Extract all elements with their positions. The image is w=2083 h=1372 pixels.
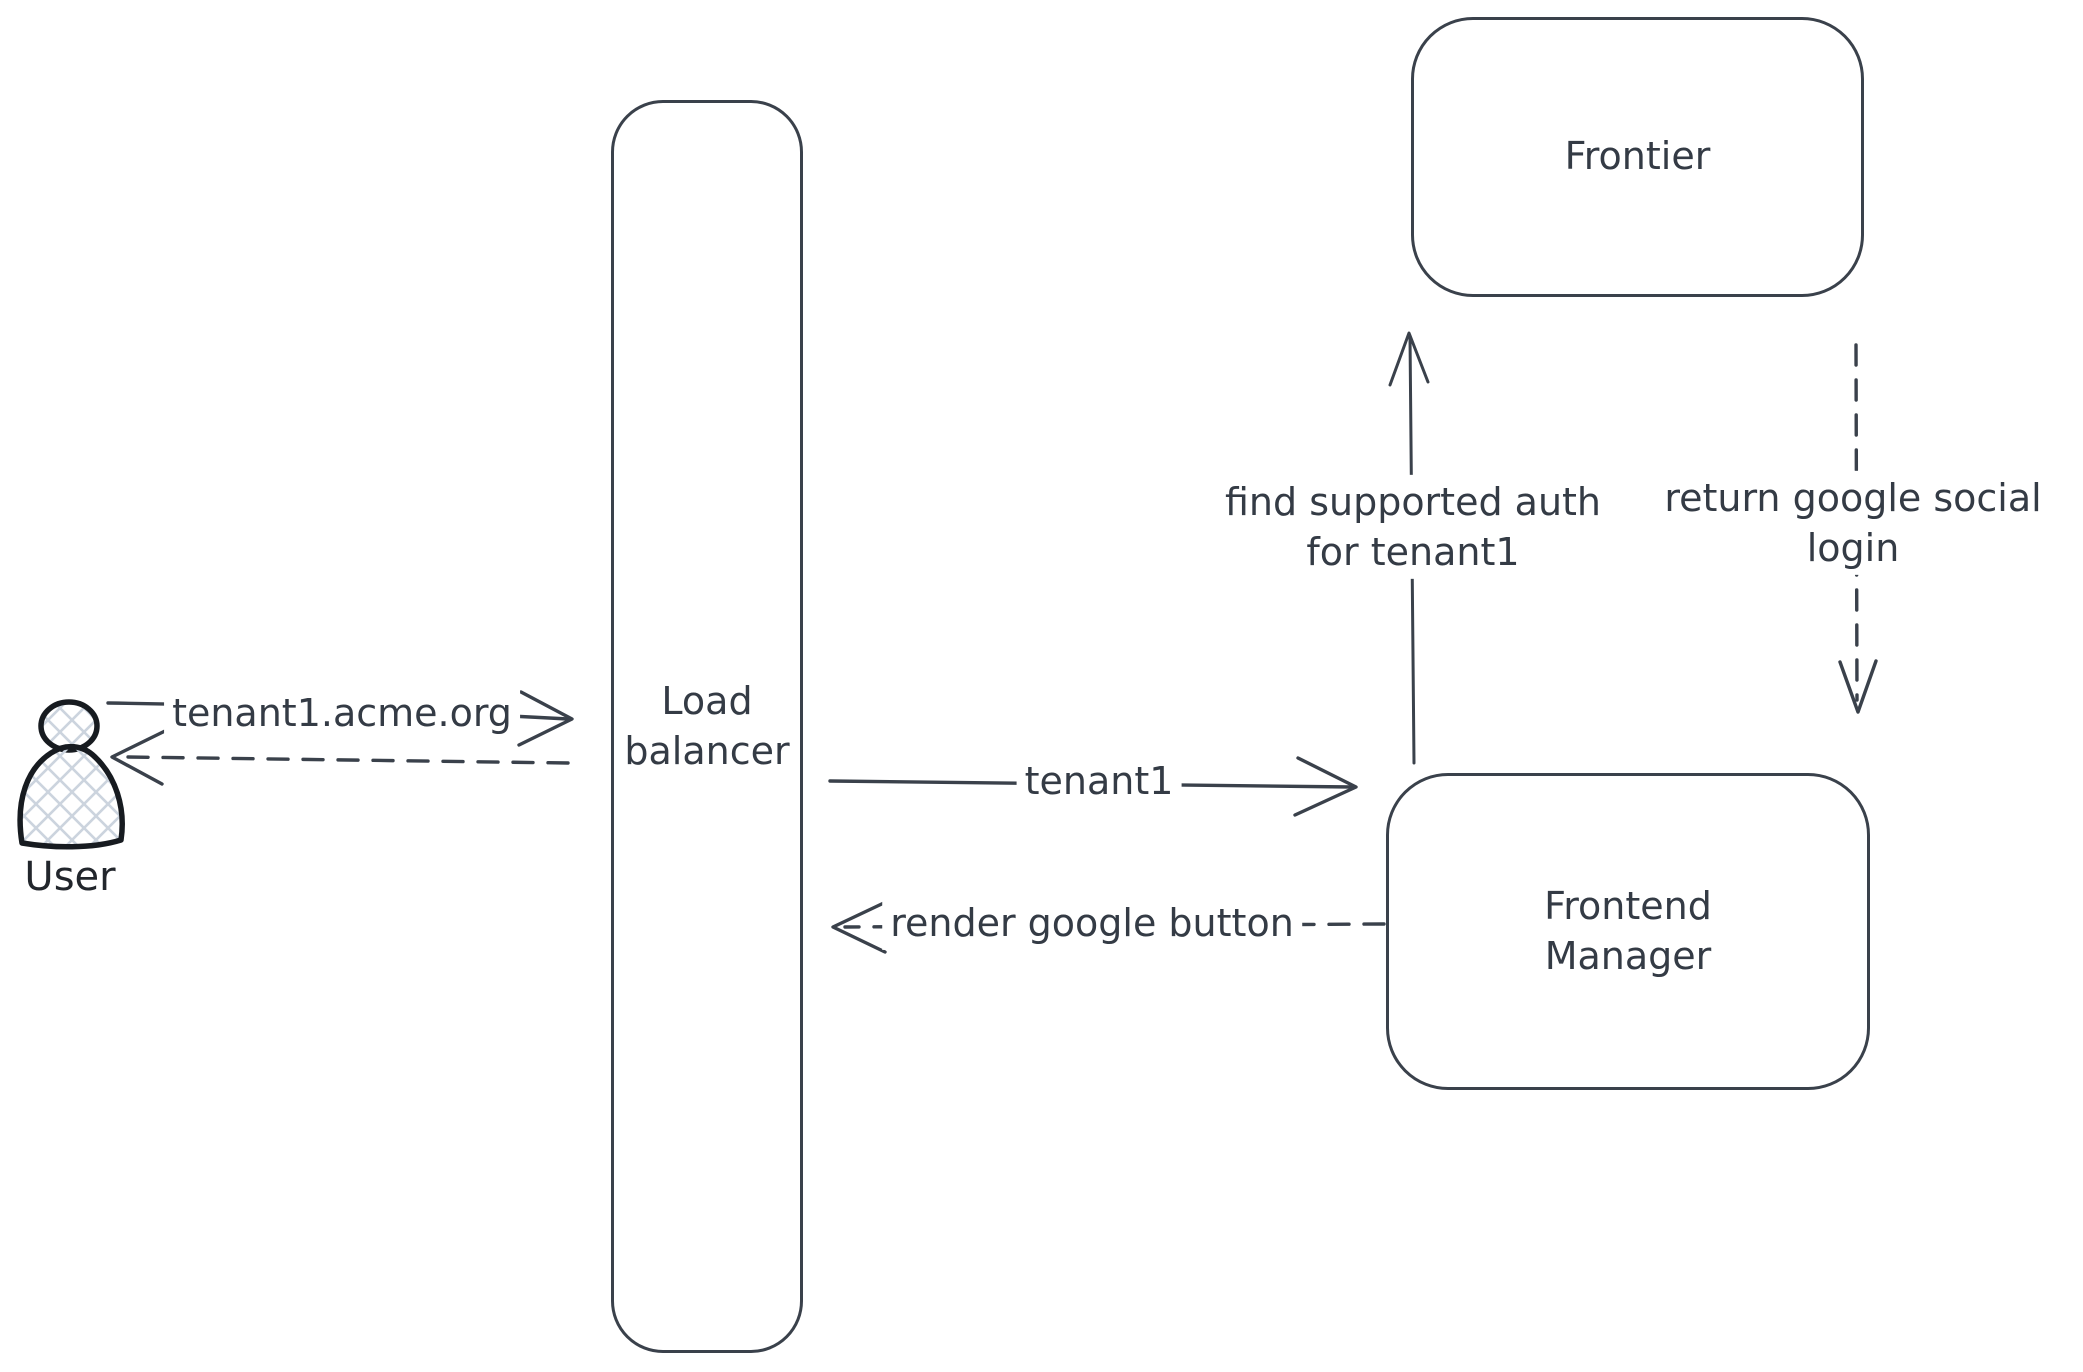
node-frontend-manager: Frontend Manager <box>1386 773 1870 1090</box>
edge-label-render-google-button: render google button <box>882 895 1302 951</box>
node-frontend-manager-label: Frontend Manager <box>1544 884 1712 978</box>
node-load-balancer: Load balancer <box>611 100 803 1353</box>
node-frontier: Frontier <box>1411 17 1864 297</box>
arrow-lb-to-user <box>110 729 570 786</box>
person-head <box>38 699 100 753</box>
edge-label-tenant1-acme-org: tenant1.acme.org <box>164 685 520 741</box>
edge-label-return-google-social-login: return google social login <box>1656 470 2050 576</box>
edge-label-tenant1: tenant1 <box>1016 753 1182 809</box>
person-icon <box>17 699 125 850</box>
user-actor-label: User <box>24 854 116 900</box>
node-frontier-label: Frontier <box>1564 134 1711 179</box>
edge-label-find-supported-auth: find supported auth for tenant1 <box>1216 474 1610 580</box>
node-load-balancer-label: Load balancer <box>624 679 790 773</box>
person-body <box>17 743 125 850</box>
